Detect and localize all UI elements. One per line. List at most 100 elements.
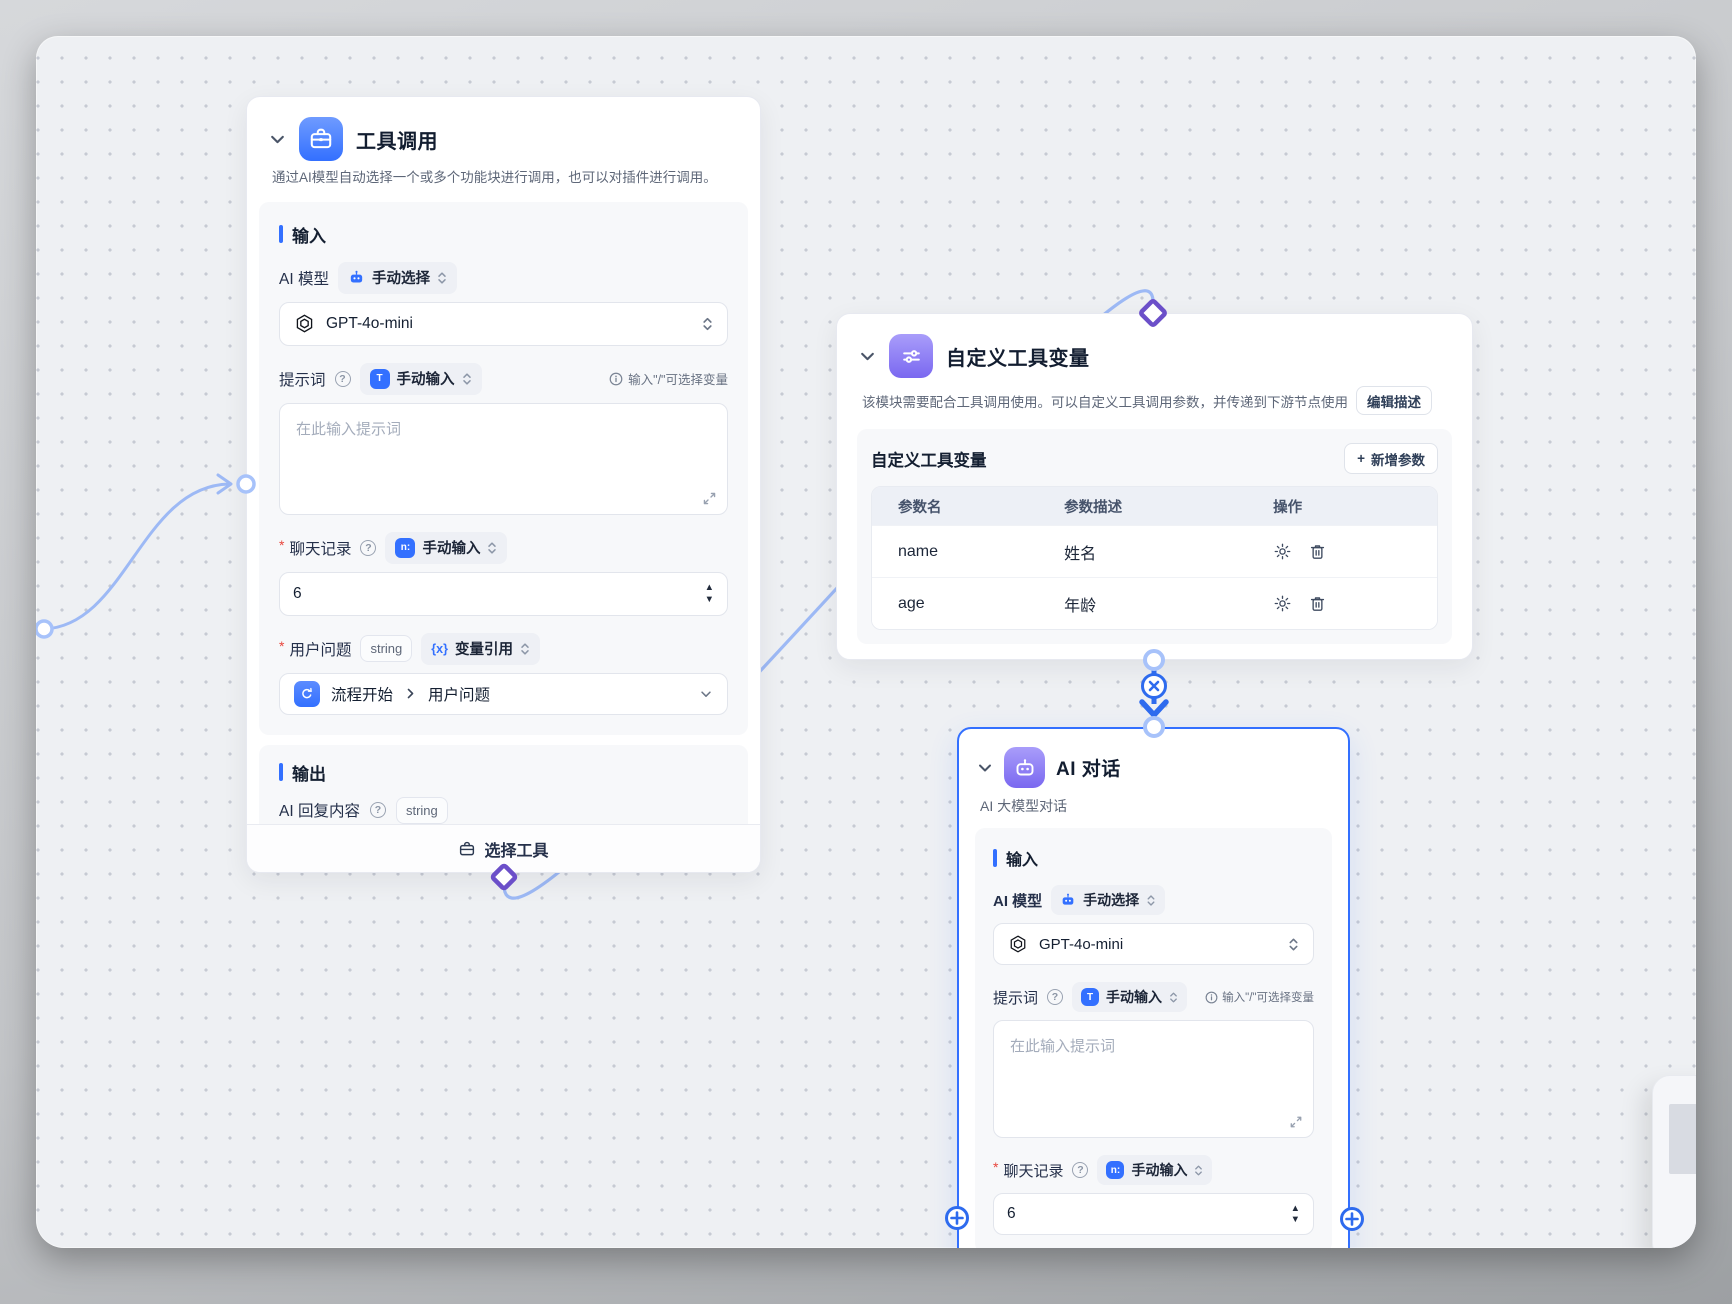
col-param-desc: 参数描述 <box>1064 499 1123 516</box>
caret-updown-icon <box>1147 894 1155 906</box>
edge-into-tool-node <box>43 482 230 631</box>
chat-history-mode-badge[interactable]: n: 手动输入 <box>385 531 508 564</box>
arrow-down-icon <box>1139 699 1169 718</box>
number-stepper[interactable]: ▲▼ <box>1290 1202 1300 1225</box>
model-select-value: GPT-4o-mini <box>1039 935 1124 953</box>
gear-icon[interactable] <box>1273 542 1292 561</box>
robot-mini-icon <box>350 270 363 283</box>
collapse-chevron-icon[interactable] <box>977 760 993 776</box>
model-select[interactable]: GPT-4o-mini <box>279 301 728 346</box>
model-select[interactable]: GPT-4o-mini <box>993 923 1314 965</box>
ref-node-name: 流程开始 <box>331 686 394 704</box>
stepper-down-icon[interactable]: ▼ <box>1290 1214 1300 1225</box>
badge-label: 手动输入 <box>1131 1162 1188 1178</box>
caret-updown-icon <box>521 643 529 655</box>
panel-title: 自定义工具变量 <box>871 451 987 470</box>
prompt-textarea[interactable] <box>280 403 727 514</box>
collapse-chevron-icon[interactable] <box>859 348 876 365</box>
expand-icon[interactable] <box>1289 1115 1303 1129</box>
delete-connection-icon[interactable] <box>1141 673 1167 699</box>
prompt-label: 提示词 <box>993 989 1039 1007</box>
ai-model-mode-badge[interactable]: 手动选择 <box>1051 885 1166 915</box>
info-icon <box>609 372 623 385</box>
add-param-button[interactable]: + 新增参数 <box>1344 443 1438 474</box>
number-stepper[interactable]: ▲▼ <box>705 583 714 604</box>
side-peek-thumbnail <box>1669 1104 1696 1174</box>
x-icon <box>1148 680 1160 692</box>
gear-icon[interactable] <box>1273 594 1292 613</box>
caret-updown-icon <box>1195 1165 1203 1175</box>
flow-start-icon <box>294 680 320 707</box>
node-subtitle: AI 大模型对话 <box>980 798 1068 814</box>
badge-label: 手动输入 <box>396 372 455 389</box>
trash-icon[interactable] <box>1308 594 1327 613</box>
text-input-icon: T <box>369 368 390 389</box>
caret-updown-icon <box>1170 992 1177 1002</box>
required-asterisk: * <box>279 637 285 654</box>
side-peek-panel[interactable] <box>1652 1075 1696 1248</box>
expand-icon[interactable] <box>702 491 717 506</box>
table-row: age 年龄 <box>872 577 1437 629</box>
collapse-chevron-icon[interactable] <box>269 131 286 148</box>
required-asterisk: * <box>993 1159 999 1175</box>
node-ai-chat[interactable]: AI 对话 AI 大模型对话 输入 AI 模型 手动选择 <box>957 727 1350 1248</box>
trash-icon[interactable] <box>1308 542 1327 561</box>
briefcase-outline-icon <box>460 841 475 855</box>
user-question-mode-badge[interactable]: {x} 变量引用 <box>421 632 540 665</box>
help-icon[interactable]: ? <box>1072 1162 1089 1178</box>
stepper-down-icon[interactable]: ▼ <box>704 593 714 605</box>
text-input-icon: T <box>1081 988 1100 1006</box>
section-bar <box>993 849 997 867</box>
required-asterisk: * <box>279 536 285 553</box>
edge-arrowhead-icon <box>216 473 233 495</box>
prompt-mode-badge[interactable]: T 手动输入 <box>359 362 482 395</box>
chat-history-input-wrap: ▲▼ <box>279 571 728 616</box>
node-title: AI 对话 <box>1056 759 1121 780</box>
openai-logo <box>296 314 313 333</box>
prompt-mode-badge[interactable]: T 手动输入 <box>1072 982 1188 1012</box>
prompt-textarea[interactable] <box>994 1021 1313 1137</box>
chat-history-label: 聊天记录 <box>1003 1162 1064 1180</box>
robot-mini-icon <box>1062 893 1074 905</box>
model-select-value: GPT-4o-mini <box>326 314 413 332</box>
stepper-up-icon[interactable]: ▲ <box>1290 1202 1300 1214</box>
node-title: 自定义工具变量 <box>946 347 1090 370</box>
section-title-input: 输入 <box>1006 852 1039 869</box>
flow-canvas[interactable]: 工具调用 通过AI模型自动选择一个或多个功能块进行调用，也可以对插件进行调用。 … <box>36 36 1696 1248</box>
caret-updown-icon <box>488 542 497 554</box>
help-icon[interactable]: ? <box>360 539 377 556</box>
section-bar <box>279 763 283 782</box>
edge-source-port[interactable] <box>36 619 54 639</box>
chat-history-input[interactable] <box>293 584 705 603</box>
node-custom-tool-vars[interactable]: 自定义工具变量 该模块需要配合工具调用使用。可以自定义工具调用参数，并传递到下游… <box>836 313 1473 660</box>
badge-label: 手动选择 <box>1083 892 1140 908</box>
help-icon[interactable]: ? <box>1047 989 1064 1005</box>
section-title-output: 输出 <box>292 764 326 784</box>
select-tool-button[interactable]: 选择工具 <box>247 824 760 872</box>
edit-description-button[interactable]: 编辑描述 <box>1356 386 1432 415</box>
table-row: name 姓名 <box>872 525 1437 577</box>
prompt-textarea-wrap <box>993 1020 1314 1138</box>
type-chip: string <box>360 635 413 663</box>
table-header-row: 参数名 参数描述 操作 <box>872 487 1437 525</box>
chevron-down-icon <box>699 687 713 701</box>
caret-updown-icon <box>1288 937 1299 952</box>
node-tool-call[interactable]: 工具调用 通过AI模型自动选择一个或多个功能块进行调用，也可以对插件进行调用。 … <box>246 96 761 873</box>
section-bar <box>279 225 283 244</box>
node-description: 通过AI模型自动选择一个或多个功能块进行调用，也可以对插件进行调用。 <box>272 170 717 185</box>
help-icon[interactable]: ? <box>334 370 351 387</box>
briefcase-icon <box>299 117 343 161</box>
chat-history-mode-badge[interactable]: n: 手动输入 <box>1097 1155 1213 1185</box>
curly-x-icon: {x} <box>431 641 448 656</box>
caret-updown-icon <box>438 272 446 284</box>
help-icon[interactable]: ? <box>369 802 386 819</box>
chat-history-input-wrap: ▲▼ <box>993 1193 1314 1235</box>
node-title: 工具调用 <box>356 130 438 153</box>
variable-hint: 输入"/"可选择变量 <box>1205 989 1314 1005</box>
ai-model-mode-badge[interactable]: 手动选择 <box>337 261 457 294</box>
node-description: 该模块需要配合工具调用使用。可以自定义工具调用参数，并传递到下游节点使用 <box>862 394 1348 410</box>
variable-reference-select[interactable]: 流程开始 用户问题 <box>279 672 728 715</box>
plus-icon: + <box>1357 451 1365 466</box>
chat-history-input[interactable] <box>1007 1205 1291 1223</box>
stepper-up-icon[interactable]: ▲ <box>704 582 714 594</box>
